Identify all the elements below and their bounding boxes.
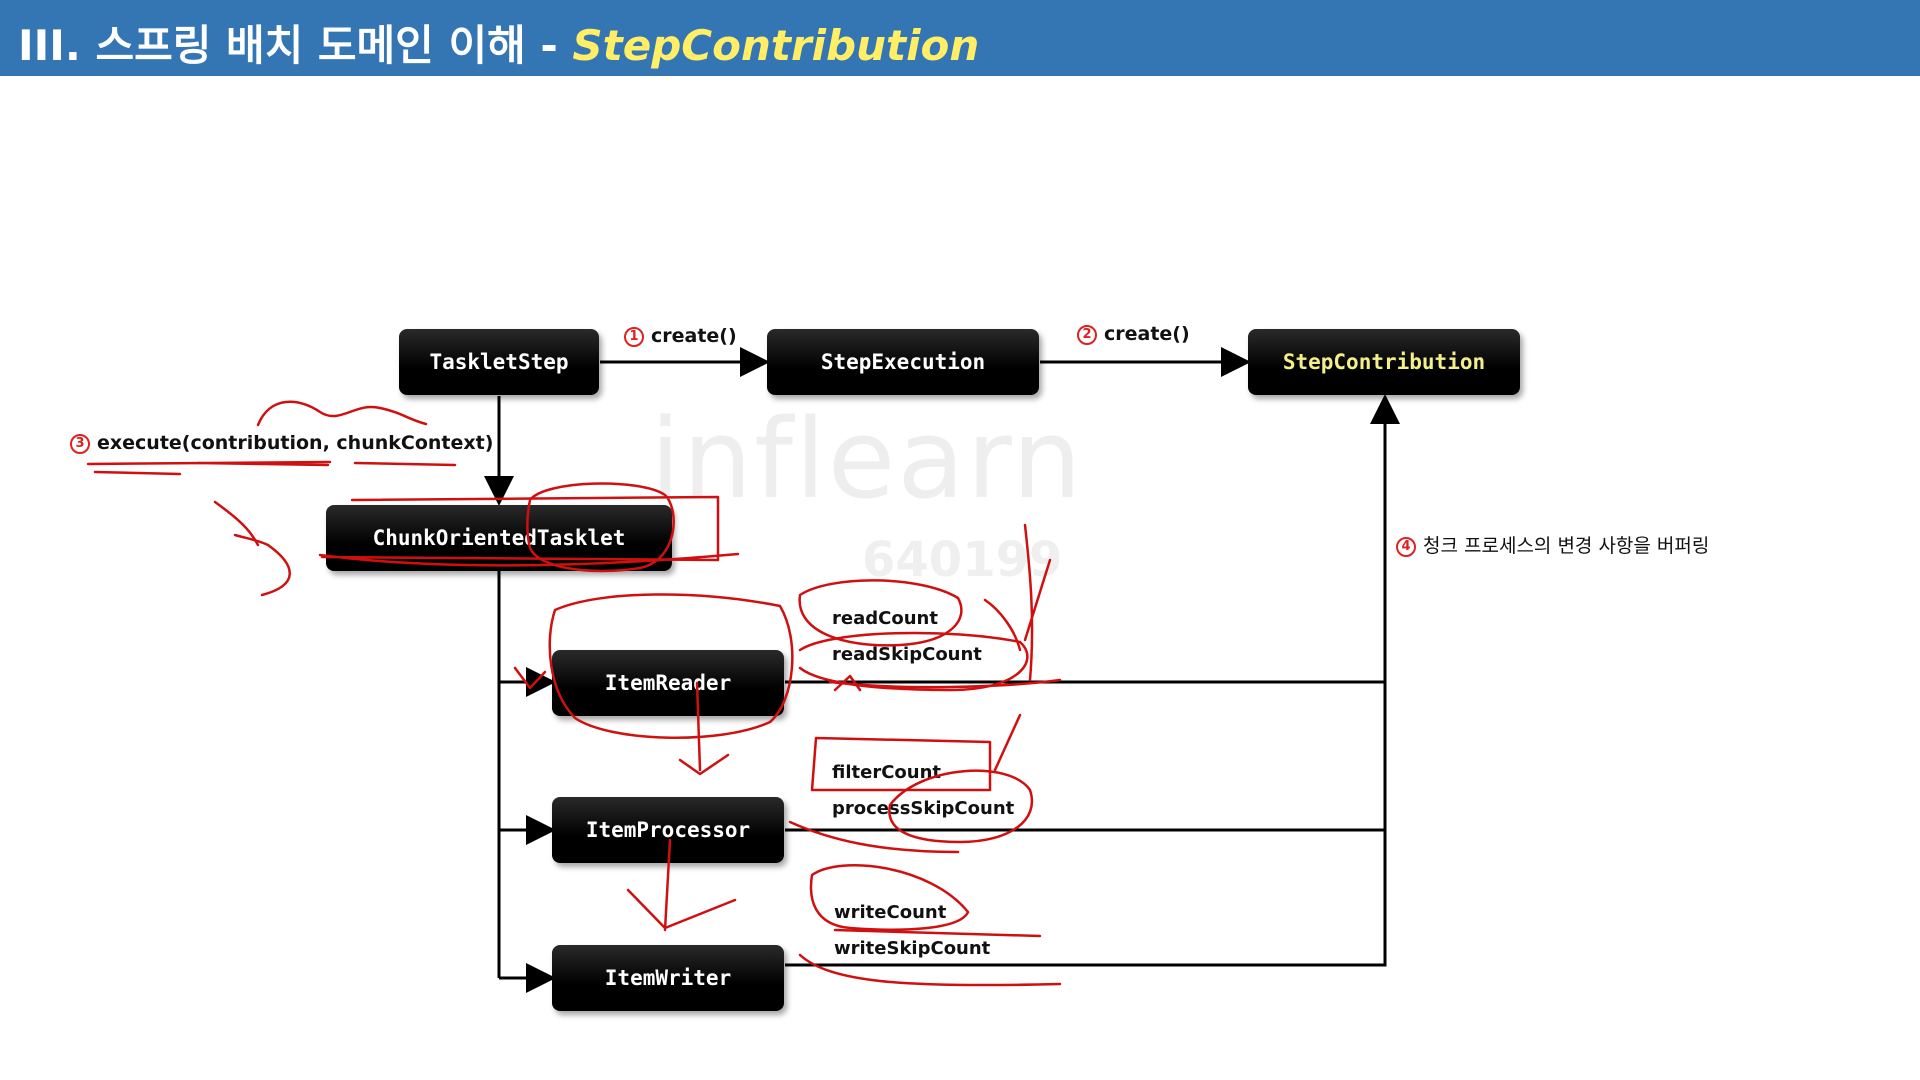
underline-execute — [86, 460, 457, 476]
underline-process — [788, 820, 960, 854]
item-writer-node: ItemWriter — [552, 945, 784, 1011]
page-title: III. 스프링 배치 도메인 이해 - StepContribution — [18, 12, 979, 73]
count-read: readCount — [832, 608, 938, 629]
label-step2: 2 create() — [1077, 323, 1190, 345]
circle-process-skip — [888, 769, 1034, 844]
circle-read-count — [798, 579, 963, 647]
watermark-logo: inflearn — [650, 395, 1084, 523]
page-title-sub: StepContribution — [572, 21, 980, 70]
header-bar: III. 스프링 배치 도메인 이해 - StepContribution — [0, 0, 1920, 76]
label-step3-text: execute(contribution, chunkContext) — [97, 432, 494, 454]
tasklet-step-node: TaskletStep — [399, 329, 599, 395]
count-filter: filterCount — [832, 762, 942, 783]
item-processor-node: ItemProcessor — [552, 797, 784, 863]
count-write-skip: writeSkipCount — [834, 938, 991, 959]
underline-write — [798, 928, 1062, 987]
count-read-skip: readSkipCount — [832, 644, 982, 665]
arrow-reader-down — [678, 681, 730, 776]
arrow-processor-down — [626, 838, 737, 932]
step-contribution-node: StepContribution — [1248, 329, 1520, 395]
label-step2-text: create() — [1104, 323, 1190, 345]
label-step4-text: 청크 프로세스의 변경 사항을 버퍼링 — [1423, 535, 1710, 557]
box-chunk-tasklet — [318, 482, 740, 573]
step-number-badge: 3 — [70, 434, 90, 454]
step-number-badge: 2 — [1077, 325, 1097, 345]
step-number-badge: 4 — [1396, 537, 1416, 557]
label-step4: 4 청크 프로세스의 변경 사항을 버퍼링 — [1396, 531, 1709, 558]
count-process-skip: processSkipCount — [832, 798, 1015, 819]
writer-to-bus — [785, 394, 1400, 967]
step-execution-node: StepExecution — [767, 329, 1039, 395]
circle-write-count — [809, 864, 970, 931]
count-write: writeCount — [834, 902, 947, 923]
label-step1: 1 create() — [624, 325, 737, 347]
circle-item-reader — [548, 593, 794, 739]
step-number-badge: 1 — [624, 327, 644, 347]
mark-read-area — [828, 523, 1062, 692]
label-step1-text: create() — [651, 325, 737, 347]
box-filter-count — [810, 713, 1022, 792]
tick-reader-left — [513, 666, 547, 690]
squiggle-contribution — [256, 400, 428, 427]
page-title-main: III. 스프링 배치 도메인 이해 - — [18, 21, 573, 70]
item-reader-node: ItemReader — [552, 650, 784, 716]
hook-arrow — [213, 500, 291, 597]
label-step3: 3 execute(contribution, chunkContext) — [70, 432, 493, 454]
